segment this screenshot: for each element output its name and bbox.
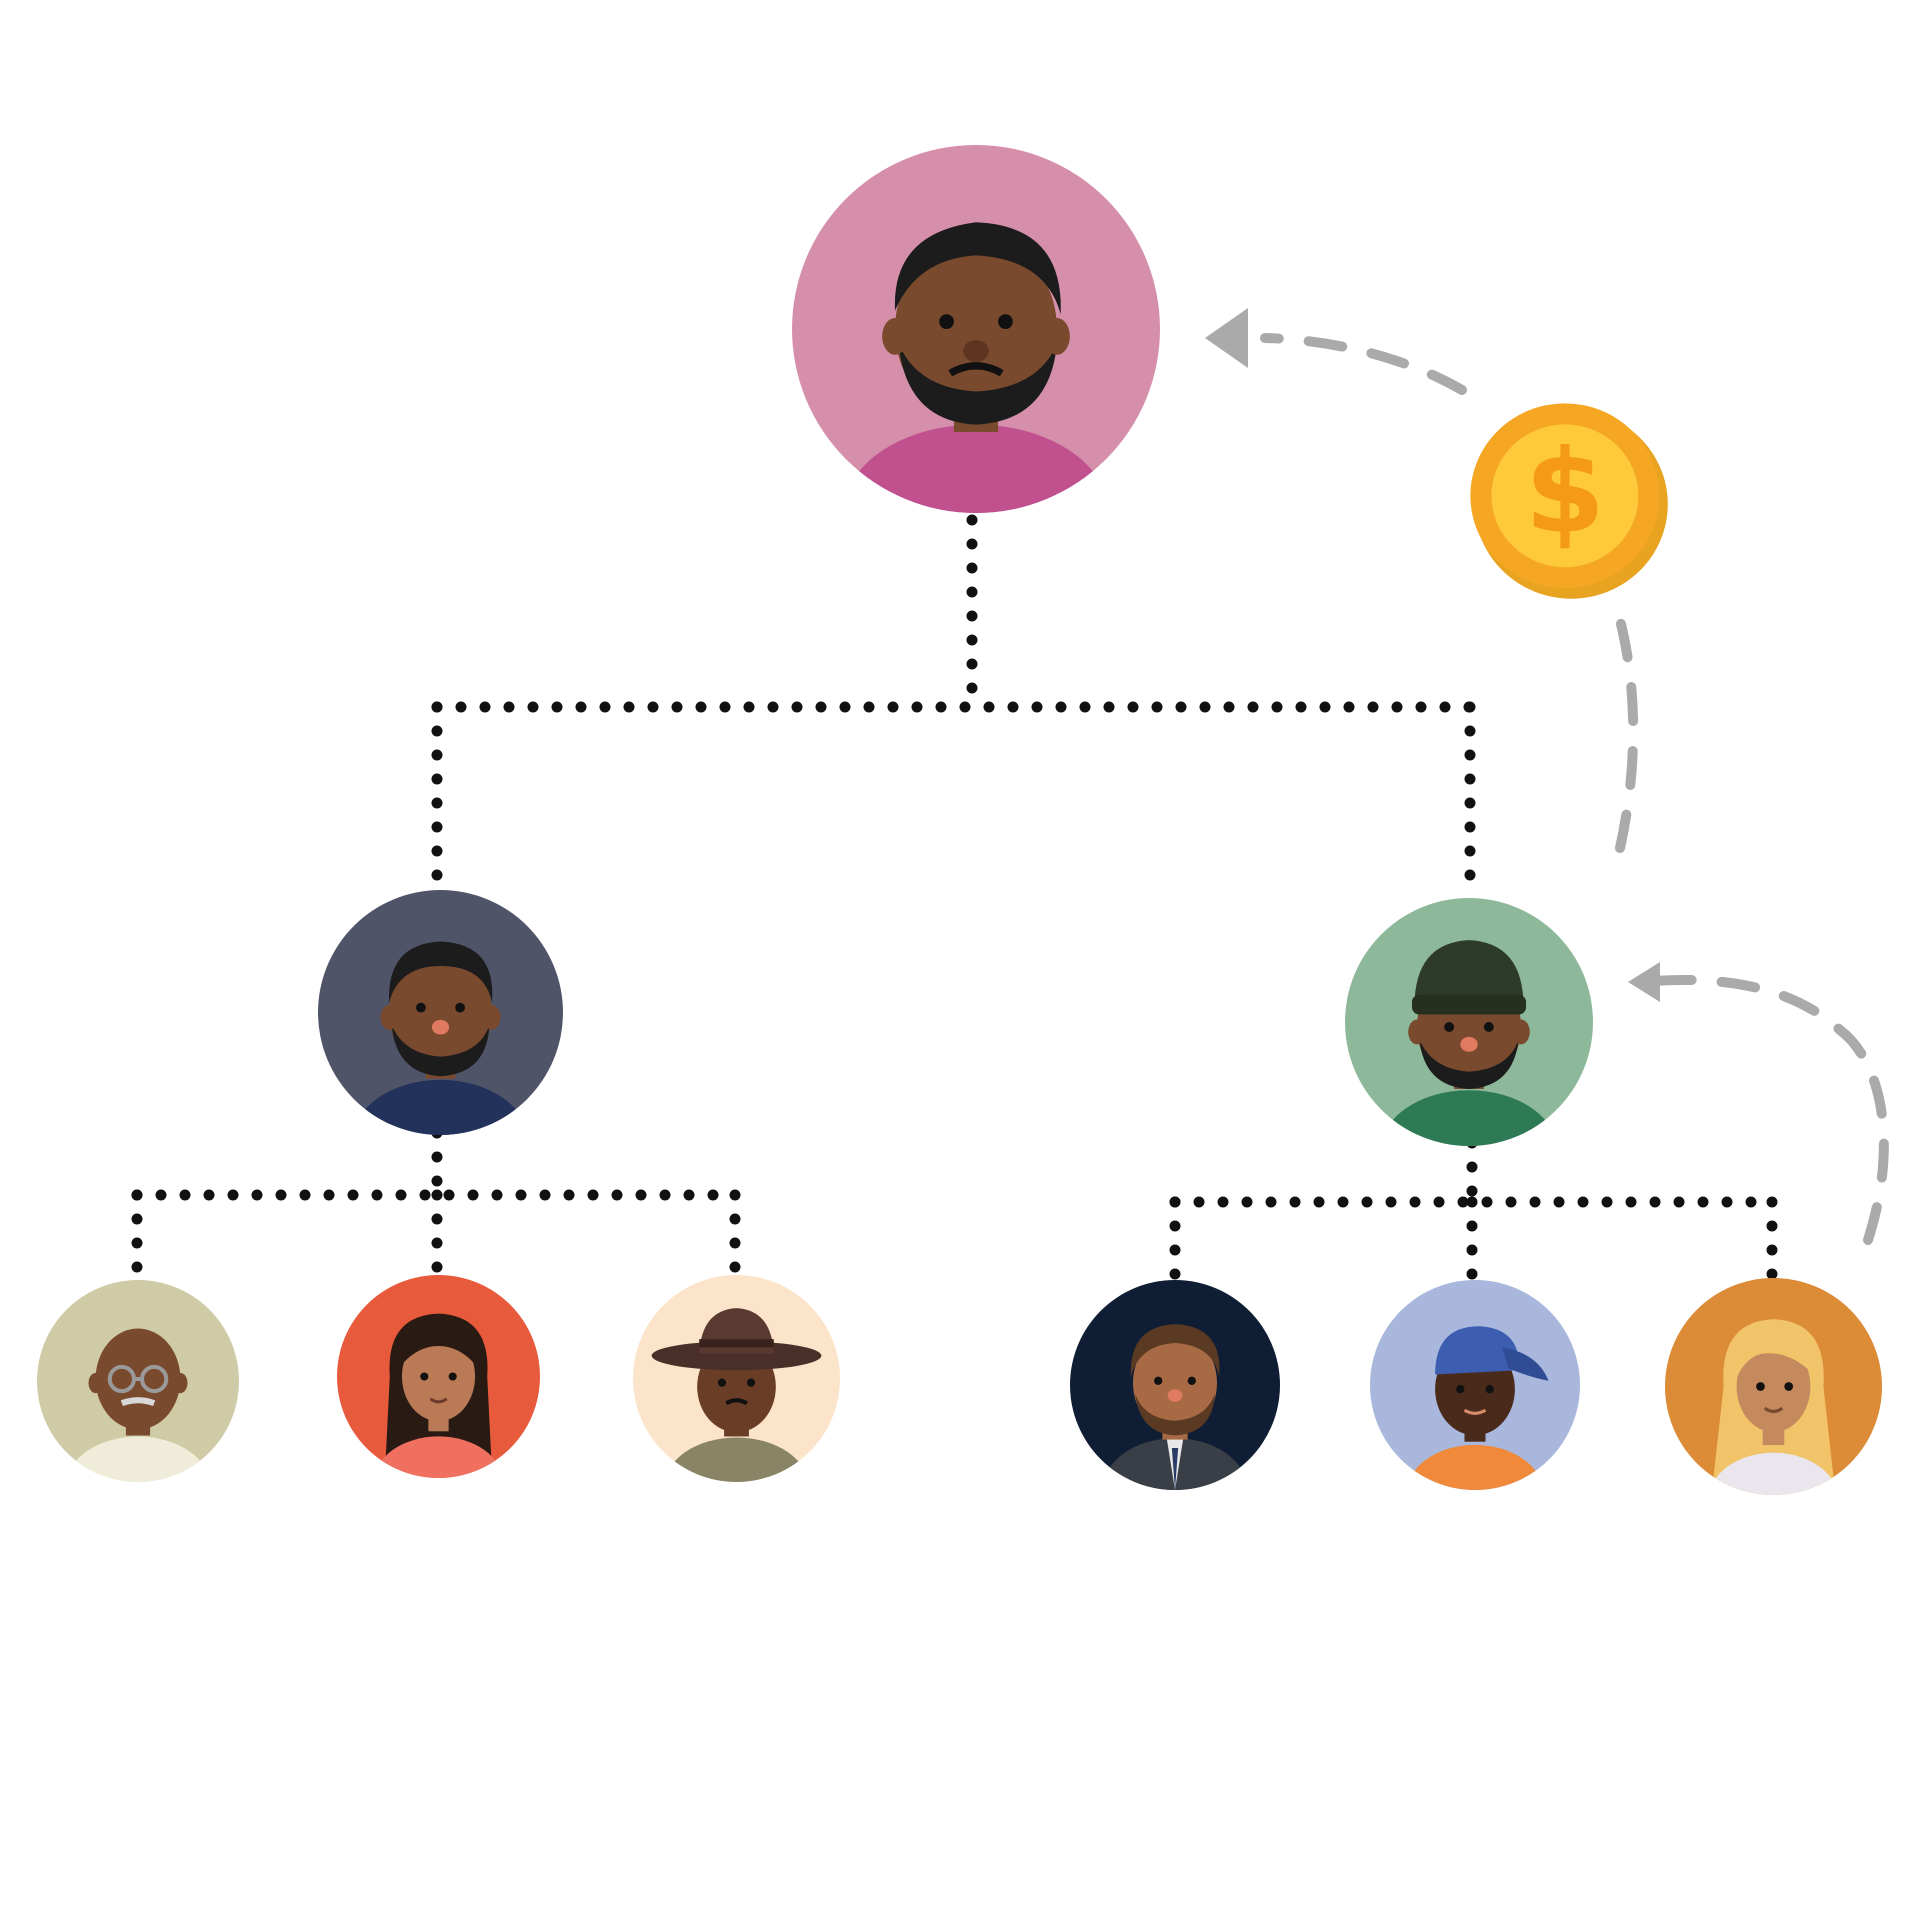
- person-avatar-icon: [1070, 1280, 1280, 1490]
- avatar-right-parent: [1345, 898, 1593, 1146]
- arrow-head-icon: [1205, 308, 1248, 368]
- person-avatar-icon: [318, 890, 563, 1135]
- reward-arrow-parent-to-coin: [1615, 615, 1639, 853]
- dollar-sign-icon: $: [1525, 426, 1605, 560]
- avatar-root: [792, 145, 1160, 513]
- person-avatar-icon: [1665, 1278, 1882, 1495]
- reward-arrow-coin-to-root: [1260, 333, 1467, 395]
- cap-icon: [1435, 1326, 1549, 1381]
- avatar-right-child-3: [1665, 1278, 1882, 1495]
- reward-arrow-child-to-parent: [1635, 974, 1889, 1245]
- glasses-icon: [107, 1364, 169, 1394]
- person-avatar-icon: [792, 145, 1160, 513]
- hat-icon: [651, 1308, 822, 1371]
- person-avatar-icon: [633, 1275, 840, 1482]
- person-avatar-icon: [1370, 1280, 1580, 1490]
- avatar-right-child-2: [1370, 1280, 1580, 1490]
- avatar-left-parent: [318, 890, 563, 1135]
- avatar-right-child-1: [1070, 1280, 1280, 1490]
- avatar-left-child-1: [37, 1280, 239, 1482]
- arrow-head-icon: [1628, 962, 1660, 1002]
- person-avatar-icon: [337, 1275, 540, 1478]
- coin-icon: $: [1462, 395, 1672, 605]
- person-avatar-icon: [37, 1280, 239, 1482]
- avatar-left-child-3: [633, 1275, 840, 1482]
- beanie-icon: [1414, 940, 1524, 1008]
- person-avatar-icon: [1345, 898, 1593, 1146]
- avatar-left-child-2: [337, 1275, 540, 1478]
